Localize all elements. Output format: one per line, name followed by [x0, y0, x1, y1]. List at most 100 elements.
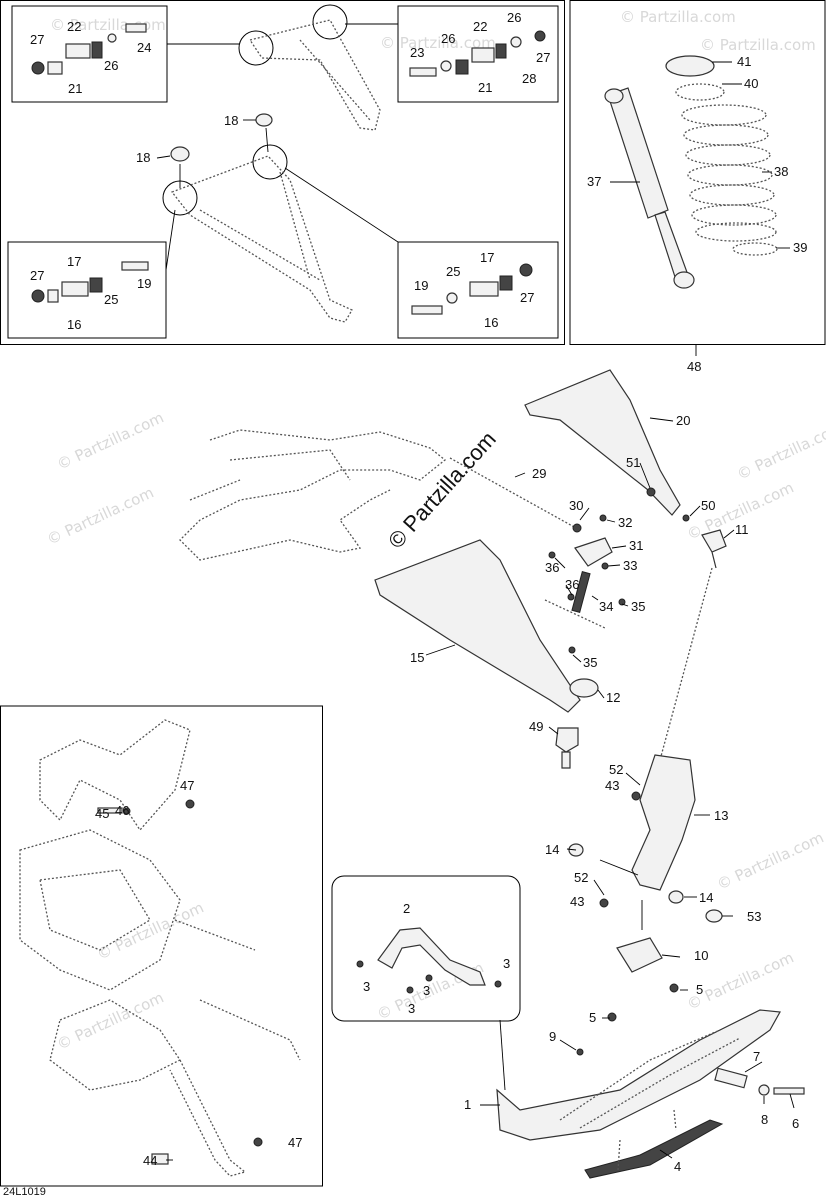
bolt-44 [151, 1153, 169, 1165]
callout-31: 31 [629, 538, 643, 553]
callout-32: 32 [618, 515, 632, 530]
ski-ribs [559, 1029, 741, 1129]
bolt-30 [572, 523, 582, 533]
inset-hardware [411, 263, 533, 315]
panel-frame [569, 0, 826, 345]
callout-6: 6 [792, 1116, 799, 1131]
panel-frame [0, 705, 323, 1187]
callout-13: 13 [714, 808, 728, 823]
nut-47 [253, 1137, 263, 1147]
callout-14: 14 [545, 842, 559, 857]
callout-27: 27 [520, 290, 534, 305]
bushing-18 [170, 146, 190, 162]
callout-46: 46 [115, 803, 129, 818]
inset-box [11, 5, 168, 103]
callout-16: 16 [484, 315, 498, 330]
diagram-code: 24L1019 [3, 1186, 46, 1198]
watermark: © Partzilla.com [44, 483, 157, 548]
spindle-13 [631, 754, 696, 891]
callout-22: 22 [67, 19, 81, 34]
shock-eye [673, 271, 695, 289]
watermark: © Partzilla.com [380, 34, 496, 52]
callout-26: 26 [441, 31, 455, 46]
ski-assembly [496, 937, 805, 1179]
nut-35 [618, 598, 626, 606]
frame-structure [19, 719, 191, 991]
callout-26: 26 [507, 10, 521, 25]
connector-line [284, 167, 399, 243]
callout-36: 36 [565, 577, 579, 592]
callout-18: 18 [136, 150, 150, 165]
chassis-frame [179, 429, 447, 561]
panel-frame [0, 0, 565, 345]
callout-11: 11 [735, 522, 749, 537]
frame-detail-panel [0, 705, 323, 1187]
callout-2: 2 [403, 901, 410, 916]
callout-3: 3 [363, 979, 370, 994]
detail-circle [238, 30, 274, 66]
leader-line [156, 155, 171, 159]
spring-clip [732, 242, 778, 256]
callout-28: 28 [522, 71, 536, 86]
bolt-36 [567, 593, 575, 601]
watermark: © Partzilla.com [700, 36, 816, 54]
leader-lines [425, 417, 795, 1159]
callout-37: 37 [587, 174, 601, 189]
nut-51 [646, 487, 656, 497]
inset-hardware [409, 30, 546, 77]
callout-7: 7 [753, 1049, 760, 1064]
spring-retainer [665, 55, 715, 77]
brake-cable [449, 457, 577, 529]
callout-25: 25 [104, 292, 118, 307]
callout-45: 45 [95, 806, 109, 821]
callout-3: 3 [423, 983, 430, 998]
front-arm-structure [49, 999, 301, 1177]
callout-12: 12 [606, 690, 620, 705]
inset-box [331, 875, 521, 1022]
link-34 [571, 571, 591, 613]
callout-9: 9 [549, 1029, 556, 1044]
callout-25: 25 [446, 264, 460, 279]
ring-12 [569, 678, 599, 698]
upper-a-arm [248, 19, 381, 131]
callout-17: 17 [480, 250, 494, 265]
callout-41: 41 [737, 54, 751, 69]
ski-bumper-2 [377, 927, 486, 986]
callout-14: 14 [699, 890, 713, 905]
bolt-3 [406, 986, 414, 994]
arrow-line [265, 127, 269, 153]
arrow-line [499, 1019, 506, 1091]
callout-26: 26 [104, 58, 118, 73]
callout-1: 1 [464, 1097, 471, 1112]
inset-hardware [31, 23, 147, 75]
callout-47: 47 [288, 1135, 302, 1150]
callout-10: 10 [694, 948, 708, 963]
bracket-31 [574, 537, 613, 567]
callout-40: 40 [744, 76, 758, 91]
callout-4: 4 [674, 1159, 681, 1174]
inset-box [7, 241, 167, 339]
bolt-6 [773, 1087, 805, 1095]
bolt-45 [97, 807, 123, 814]
callout-23: 23 [410, 45, 424, 60]
callout-53: 53 [747, 909, 761, 924]
watermark: © Partzilla.com [734, 418, 826, 483]
callout-43: 43 [605, 778, 619, 793]
shock-panel [569, 0, 826, 356]
callout-19: 19 [414, 278, 428, 293]
nut-9 [576, 1048, 584, 1056]
watermark: © Partzilla.com [94, 898, 207, 963]
ball-joint-49 [555, 727, 579, 769]
callout-27: 27 [30, 32, 44, 47]
detail-circle [252, 144, 288, 180]
brand-overlay: © Partzilla.com [383, 426, 501, 553]
bushing-18 [255, 113, 273, 127]
bolt-3 [425, 974, 433, 982]
spacer-7 [714, 1067, 748, 1089]
callout-48: 48 [687, 359, 701, 374]
ski-1 [496, 1009, 781, 1141]
inset-box [397, 5, 559, 103]
suspension-arms [374, 369, 727, 930]
connector-line [165, 209, 176, 271]
